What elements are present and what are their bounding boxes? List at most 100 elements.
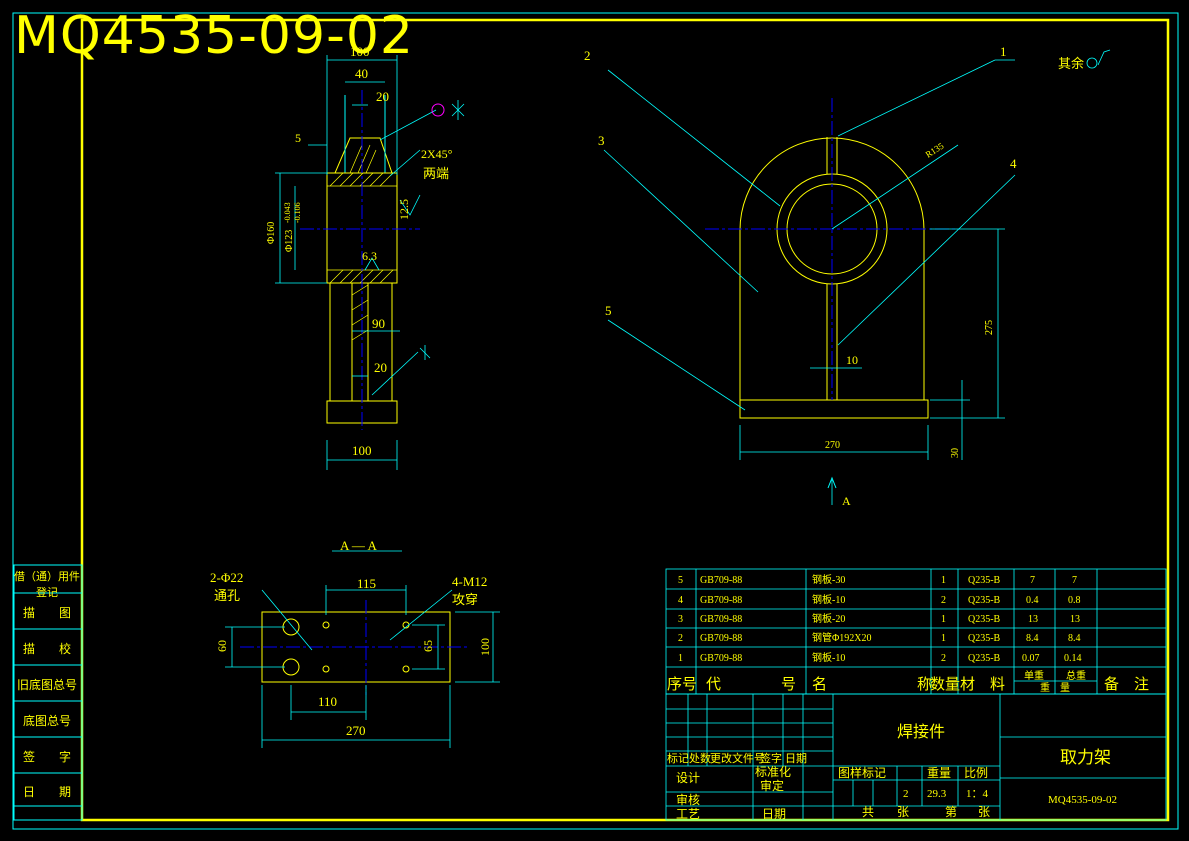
callout-4: 4 bbox=[1010, 156, 1017, 171]
part-qty: 2 bbox=[941, 595, 946, 606]
part-name: 钢板-10 bbox=[812, 593, 845, 606]
part-total-wt: 13 bbox=[1070, 614, 1080, 625]
dim-base-100: 100 bbox=[352, 443, 372, 458]
outer-border bbox=[12, 12, 1179, 830]
part-name: 钢板-30 bbox=[812, 573, 845, 586]
part-name: 钢板-20 bbox=[812, 612, 845, 625]
dim-left-5: 5 bbox=[295, 131, 301, 145]
stage-count: 2 bbox=[903, 788, 909, 800]
note-through: 通孔 bbox=[214, 588, 240, 603]
part-no: 3 bbox=[678, 614, 683, 625]
side-table-header: 借（通）用件登记 bbox=[14, 571, 80, 599]
note-tapped: 攻穿 bbox=[452, 592, 478, 607]
dim-65: 65 bbox=[421, 640, 435, 652]
part-material: Q235-B bbox=[968, 653, 1001, 664]
section-title: A — A bbox=[340, 538, 377, 553]
label-process: 工艺 bbox=[676, 807, 700, 821]
parts-rows: 5 GB709-88 钢板-30 1 Q235-B 7 7 4 GB709-88… bbox=[678, 573, 1082, 664]
part-code: GB709-88 bbox=[700, 595, 742, 606]
side-row-old-no: 旧底图总号 bbox=[16, 678, 77, 692]
label-mark: 标记 bbox=[667, 751, 689, 765]
header-code: 代 号 bbox=[706, 676, 796, 693]
part-code: GB709-88 bbox=[700, 614, 742, 625]
dim-holes-4: 4-M12 bbox=[452, 574, 487, 589]
dim-270: 270 bbox=[346, 723, 366, 738]
label-design: 设计 bbox=[676, 771, 700, 785]
callout-5: 5 bbox=[605, 303, 612, 318]
dim-top-width: 100 bbox=[350, 44, 370, 59]
drawing-number-title: MQ4535-09-02 bbox=[14, 6, 414, 66]
side-row-base-no: 底图总号 bbox=[22, 714, 71, 728]
parts-header: 序号 代 号 名 称 数量 材 料 单重 总重 重 量 备 注 bbox=[667, 669, 1149, 694]
label-scale: 比例 bbox=[964, 766, 988, 780]
roughness-6-3: 6.3 bbox=[362, 249, 377, 263]
part-code: GB709-88 bbox=[700, 575, 742, 586]
dim-radius: R135 bbox=[924, 140, 946, 159]
part-unit-wt: 0.4 bbox=[1026, 595, 1039, 606]
label-review: 审核 bbox=[676, 792, 700, 807]
label-total: 共 bbox=[862, 805, 874, 819]
dim-web-20: 20 bbox=[374, 360, 387, 375]
part-qty: 1 bbox=[941, 633, 946, 644]
side-row-date: 日 期 bbox=[22, 785, 71, 799]
dim-inner-20: 20 bbox=[376, 89, 389, 104]
header-remark: 备 注 bbox=[1104, 676, 1149, 693]
dim-110: 110 bbox=[318, 694, 337, 709]
part-unit-wt: 13 bbox=[1028, 614, 1038, 625]
section-view: A — A 2-Φ22 通孔 4-M12 攻穿 115 60 65 100 11… bbox=[210, 538, 500, 748]
label-count: 处数 bbox=[689, 752, 711, 765]
tol-upper: -0.043 bbox=[283, 202, 292, 223]
label-weight: 重量 bbox=[927, 766, 951, 780]
side-row-sign: 签 字 bbox=[22, 750, 71, 764]
dim-dia160: Φ160 bbox=[266, 222, 277, 244]
roughness-note: 其余 bbox=[1058, 56, 1084, 71]
part-material: Q235-B bbox=[968, 575, 1001, 586]
part-total-wt: 8.4 bbox=[1068, 633, 1081, 644]
part-unit-wt: 0.07 bbox=[1022, 653, 1040, 664]
tol-lower: -0.106 bbox=[293, 202, 302, 223]
label-approve: 审定 bbox=[760, 778, 784, 793]
part-no: 4 bbox=[678, 595, 683, 606]
part-code: GB709-88 bbox=[700, 633, 742, 644]
scale-value: 1：4 bbox=[966, 788, 988, 800]
part-unit-wt: 8.4 bbox=[1026, 633, 1039, 644]
dim-100: 100 bbox=[478, 638, 492, 656]
part-material: Q235-B bbox=[968, 595, 1001, 606]
part-code: GB709-88 bbox=[700, 653, 742, 664]
dim-inner-40: 40 bbox=[355, 66, 368, 81]
dim-115: 115 bbox=[357, 576, 376, 591]
dim-web-90: 90 bbox=[372, 316, 385, 331]
dim-height-275: 275 bbox=[984, 320, 995, 335]
label-sheet: 张 bbox=[978, 805, 990, 819]
part-total-wt: 0.14 bbox=[1064, 653, 1082, 664]
label-change-doc: 更改文件号 bbox=[710, 751, 765, 765]
roughness-12-5: 12.5 bbox=[397, 199, 411, 220]
part-total-wt: 0.8 bbox=[1068, 595, 1081, 606]
header-name: 名 称 bbox=[812, 676, 932, 693]
parts-list-grid bbox=[665, 568, 1167, 821]
part-type: 焊接件 bbox=[897, 723, 945, 741]
part-no: 1 bbox=[678, 653, 683, 664]
label-standard: 标准化 bbox=[755, 765, 791, 779]
part-qty: 2 bbox=[941, 653, 946, 664]
callout-3: 3 bbox=[598, 133, 605, 148]
header-material: 材 料 bbox=[960, 676, 1005, 693]
label-date2: 日期 bbox=[762, 807, 786, 821]
part-unit-wt: 7 bbox=[1030, 575, 1035, 586]
weight-value: 29.3 bbox=[927, 788, 947, 800]
dim-gap-10: 10 bbox=[846, 353, 858, 367]
label-sheet-no: 第 bbox=[945, 805, 957, 819]
view-marker-a: A bbox=[842, 494, 851, 508]
side-row-check: 描 校 bbox=[22, 642, 71, 656]
header-unit: 单重 bbox=[1024, 669, 1044, 682]
callout-1: 1 bbox=[1000, 44, 1007, 59]
title-drawing-no: MQ4535-09-02 bbox=[1048, 794, 1117, 806]
part-qty: 1 bbox=[941, 614, 946, 625]
header-qty: 数量 bbox=[930, 676, 960, 693]
part-name: 钢管Φ192X20 bbox=[812, 631, 872, 644]
header-no: 序号 bbox=[667, 676, 697, 693]
side-row-trace: 描 图 bbox=[22, 606, 71, 620]
part-no: 2 bbox=[678, 633, 683, 644]
part-title: 取力架 bbox=[1060, 748, 1111, 767]
